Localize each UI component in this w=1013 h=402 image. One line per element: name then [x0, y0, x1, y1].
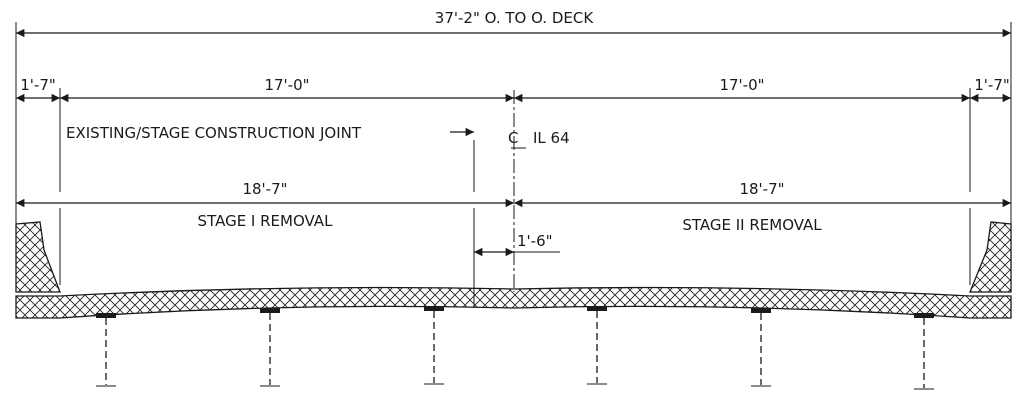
- left-half-dimension: 17'-0": [264, 76, 309, 94]
- left-barrier: [15, 221, 61, 293]
- beam-3: [424, 306, 444, 385]
- stage-dimensions: 18'-7" 18'-7" STAGE I REMOVAL STAGE II R…: [15, 180, 1011, 234]
- overall-dimension-label: 37'-2" O. TO O. DECK: [435, 9, 595, 27]
- right-half-dimension: 17'-0": [719, 76, 764, 94]
- stage-1-removal-label: STAGE I REMOVAL: [198, 212, 334, 230]
- construction-joint-note: EXISTING/STAGE CONSTRUCTION JOINT: [66, 124, 474, 142]
- right-edge-dimension: 1'-7": [974, 76, 1010, 94]
- joint-offset-label: 1'-6": [517, 232, 553, 250]
- deck-slab: [15, 286, 1012, 319]
- stage-2-width-dimension: 18'-7": [739, 180, 784, 198]
- half-width-dimensions: 1'-7" 17'-0" 17'-0" 1'-7": [15, 76, 1011, 103]
- beam-6: [914, 313, 934, 390]
- centerline-route-label: IL 64: [533, 129, 570, 147]
- stage-2-removal-label: STAGE II REMOVAL: [682, 216, 822, 234]
- construction-joint-label: EXISTING/STAGE CONSTRUCTION JOINT: [66, 124, 362, 142]
- beam-2: [260, 308, 280, 387]
- beam-1: [96, 313, 116, 387]
- beam-4: [587, 306, 607, 385]
- centerline-symbol: C: [508, 129, 518, 147]
- beam-5: [751, 308, 771, 387]
- centerline-label: C IL 64: [508, 129, 570, 150]
- right-barrier: [969, 221, 1012, 293]
- stage-1-width-dimension: 18'-7": [242, 180, 287, 198]
- left-edge-dimension: 1'-7": [20, 76, 56, 94]
- joint-offset-dimension: 1'-6": [474, 232, 560, 257]
- overall-dimension: 37'-2" O. TO O. DECK: [15, 9, 1011, 38]
